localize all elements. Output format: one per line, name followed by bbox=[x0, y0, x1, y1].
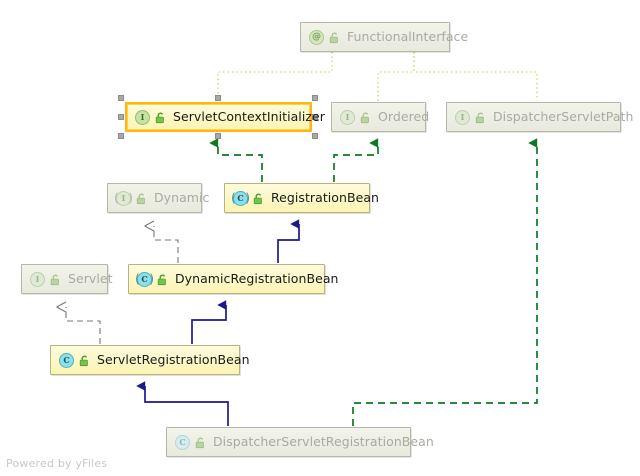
node-dynamicregistrationbean[interactable]: ( C ) DynamicRegistrationBean bbox=[128, 264, 338, 294]
public-lock-icon bbox=[135, 191, 148, 205]
edge-functionalinterface-to-dispatcherservletpath bbox=[413, 52, 538, 101]
node-functionalinterface[interactable]: @ FunctionalInterface bbox=[300, 22, 468, 52]
selection-handle-nw[interactable] bbox=[118, 95, 124, 101]
yfiles-watermark: Powered by yFiles bbox=[6, 457, 108, 470]
public-lock-icon bbox=[252, 191, 265, 205]
public-lock-icon bbox=[154, 110, 167, 124]
node-label: DispatcherServletRegistrationBean bbox=[213, 433, 434, 449]
class-icon: ( C ) bbox=[135, 271, 154, 287]
interface-icon: I bbox=[29, 271, 46, 287]
annotation-icon: @ bbox=[308, 29, 325, 45]
node-label: RegistrationBean bbox=[271, 189, 380, 205]
interface-icon: I bbox=[339, 109, 356, 125]
interface-icon: I bbox=[134, 109, 151, 125]
public-lock-icon bbox=[474, 110, 487, 124]
edge-dynamicregistrationbean-implements-dynamic bbox=[144, 220, 179, 263]
node-dispatcherservletpath[interactable]: I DispatcherServletPath bbox=[446, 102, 633, 132]
class-icon: C bbox=[174, 434, 191, 450]
edge-functionalinterface-to-ordered bbox=[377, 52, 415, 101]
node-registrationbean[interactable]: ( C ) RegistrationBean bbox=[224, 183, 379, 213]
public-lock-icon bbox=[78, 353, 91, 367]
node-servlet[interactable]: I Servlet bbox=[21, 264, 113, 294]
edge-dispatcherservletregistrationbean-extends-servletregistrationbean bbox=[136, 381, 229, 426]
public-lock-icon bbox=[156, 272, 169, 286]
interface-icon: ( I ) bbox=[114, 190, 133, 206]
selection-handle-e[interactable] bbox=[312, 114, 318, 120]
node-label: Ordered bbox=[378, 108, 430, 124]
edge-extends-group bbox=[136, 219, 300, 426]
edge-servletregistrationbean-implements-servlet bbox=[56, 301, 101, 344]
node-dispatcherservletregistrationbean[interactable]: C DispatcherServletRegistrationBean bbox=[166, 427, 434, 457]
public-lock-icon bbox=[194, 435, 207, 449]
class-icon: C bbox=[58, 352, 75, 368]
edge-registrationbean-implements-servletcontextinitializer bbox=[209, 138, 263, 182]
node-label: ServletRegistrationBean bbox=[97, 351, 250, 367]
selection-handle-n[interactable] bbox=[215, 95, 221, 101]
interface-icon: I bbox=[454, 109, 471, 125]
selection-handle-se[interactable] bbox=[312, 133, 318, 139]
node-dynamic[interactable]: ( I ) Dynamic bbox=[107, 183, 209, 213]
public-lock-icon bbox=[359, 110, 372, 124]
edge-registrationbean-implements-ordered bbox=[333, 138, 379, 182]
node-label: DynamicRegistrationBean bbox=[175, 270, 339, 286]
selection-handle-sw[interactable] bbox=[118, 133, 124, 139]
node-label: ServletContextInitializer bbox=[173, 108, 325, 124]
selection-handle-ne[interactable] bbox=[312, 95, 318, 101]
selection-handle-s[interactable] bbox=[215, 133, 221, 139]
selection-handle-w[interactable] bbox=[118, 114, 124, 120]
node-label: DispatcherServletPath bbox=[493, 108, 634, 124]
edge-dispatcherservletregistrationbean-implements-dispatcherservletpath bbox=[352, 138, 538, 426]
node-ordered[interactable]: I Ordered bbox=[331, 102, 430, 132]
edge-dynamicregistrationbean-extends-registrationbean bbox=[277, 219, 300, 263]
public-lock-icon bbox=[328, 30, 341, 44]
edge-servletregistrationbean-extends-dynamicregistrationbean bbox=[191, 300, 227, 344]
edge-annotation-group bbox=[217, 52, 538, 101]
node-label: Dynamic bbox=[154, 189, 210, 205]
class-icon: ( C ) bbox=[231, 190, 250, 206]
node-label: FunctionalInterface bbox=[347, 28, 469, 44]
node-servletregistrationbean[interactable]: C ServletRegistrationBean bbox=[50, 345, 250, 375]
node-servletcontextinitializer[interactable]: I ServletContextInitializer bbox=[125, 102, 325, 132]
public-lock-icon bbox=[49, 272, 62, 286]
edge-functionalinterface-to-servletcontextinitializer bbox=[217, 52, 333, 101]
node-label: Servlet bbox=[68, 270, 113, 286]
